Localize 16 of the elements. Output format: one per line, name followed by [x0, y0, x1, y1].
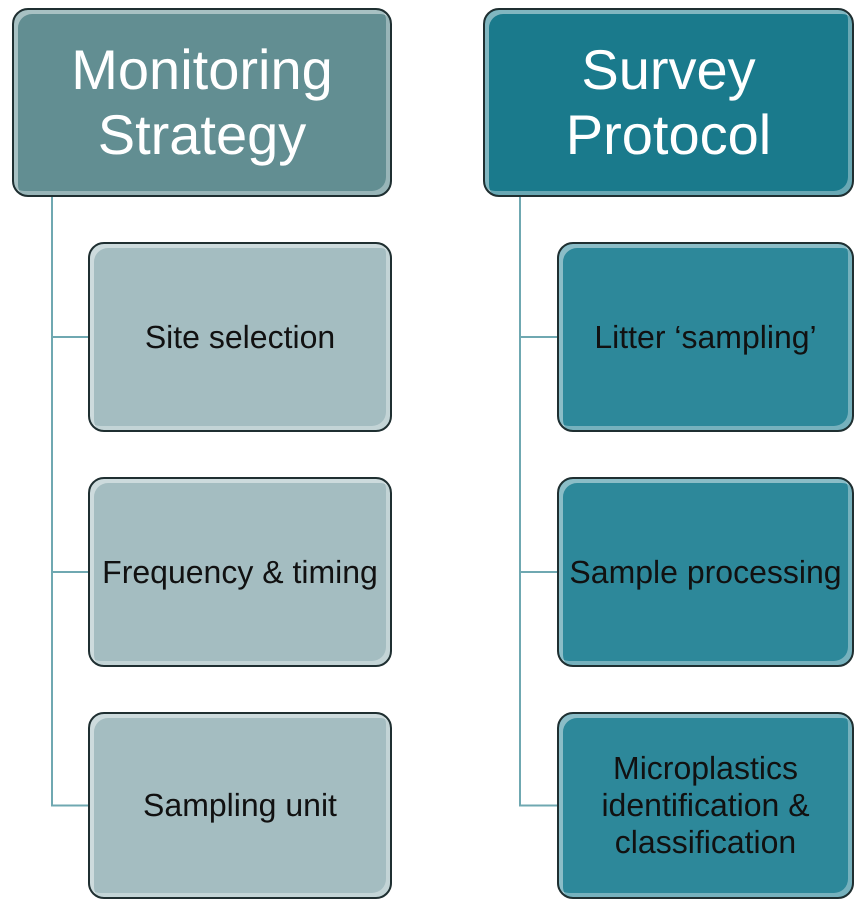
box-label: Microplastics identification & classification — [600, 750, 811, 861]
process-box — [557, 712, 854, 899]
process-box — [88, 712, 392, 899]
box-label: Sample processing — [569, 554, 842, 590]
box-label: Litter ‘sampling’ — [594, 318, 817, 356]
process-box — [88, 242, 392, 432]
header-box — [483, 8, 854, 197]
box-label: Sampling unit — [143, 787, 337, 824]
box-label: Site selection — [144, 318, 336, 356]
process-box — [88, 477, 392, 667]
process-box — [557, 242, 854, 432]
box-label: Frequency & timing — [102, 554, 378, 590]
box-heading: Survey Protocol — [564, 38, 772, 167]
box-heading: Monitoring Strategy — [70, 38, 334, 167]
header-box — [12, 8, 392, 197]
process-box — [557, 477, 854, 667]
